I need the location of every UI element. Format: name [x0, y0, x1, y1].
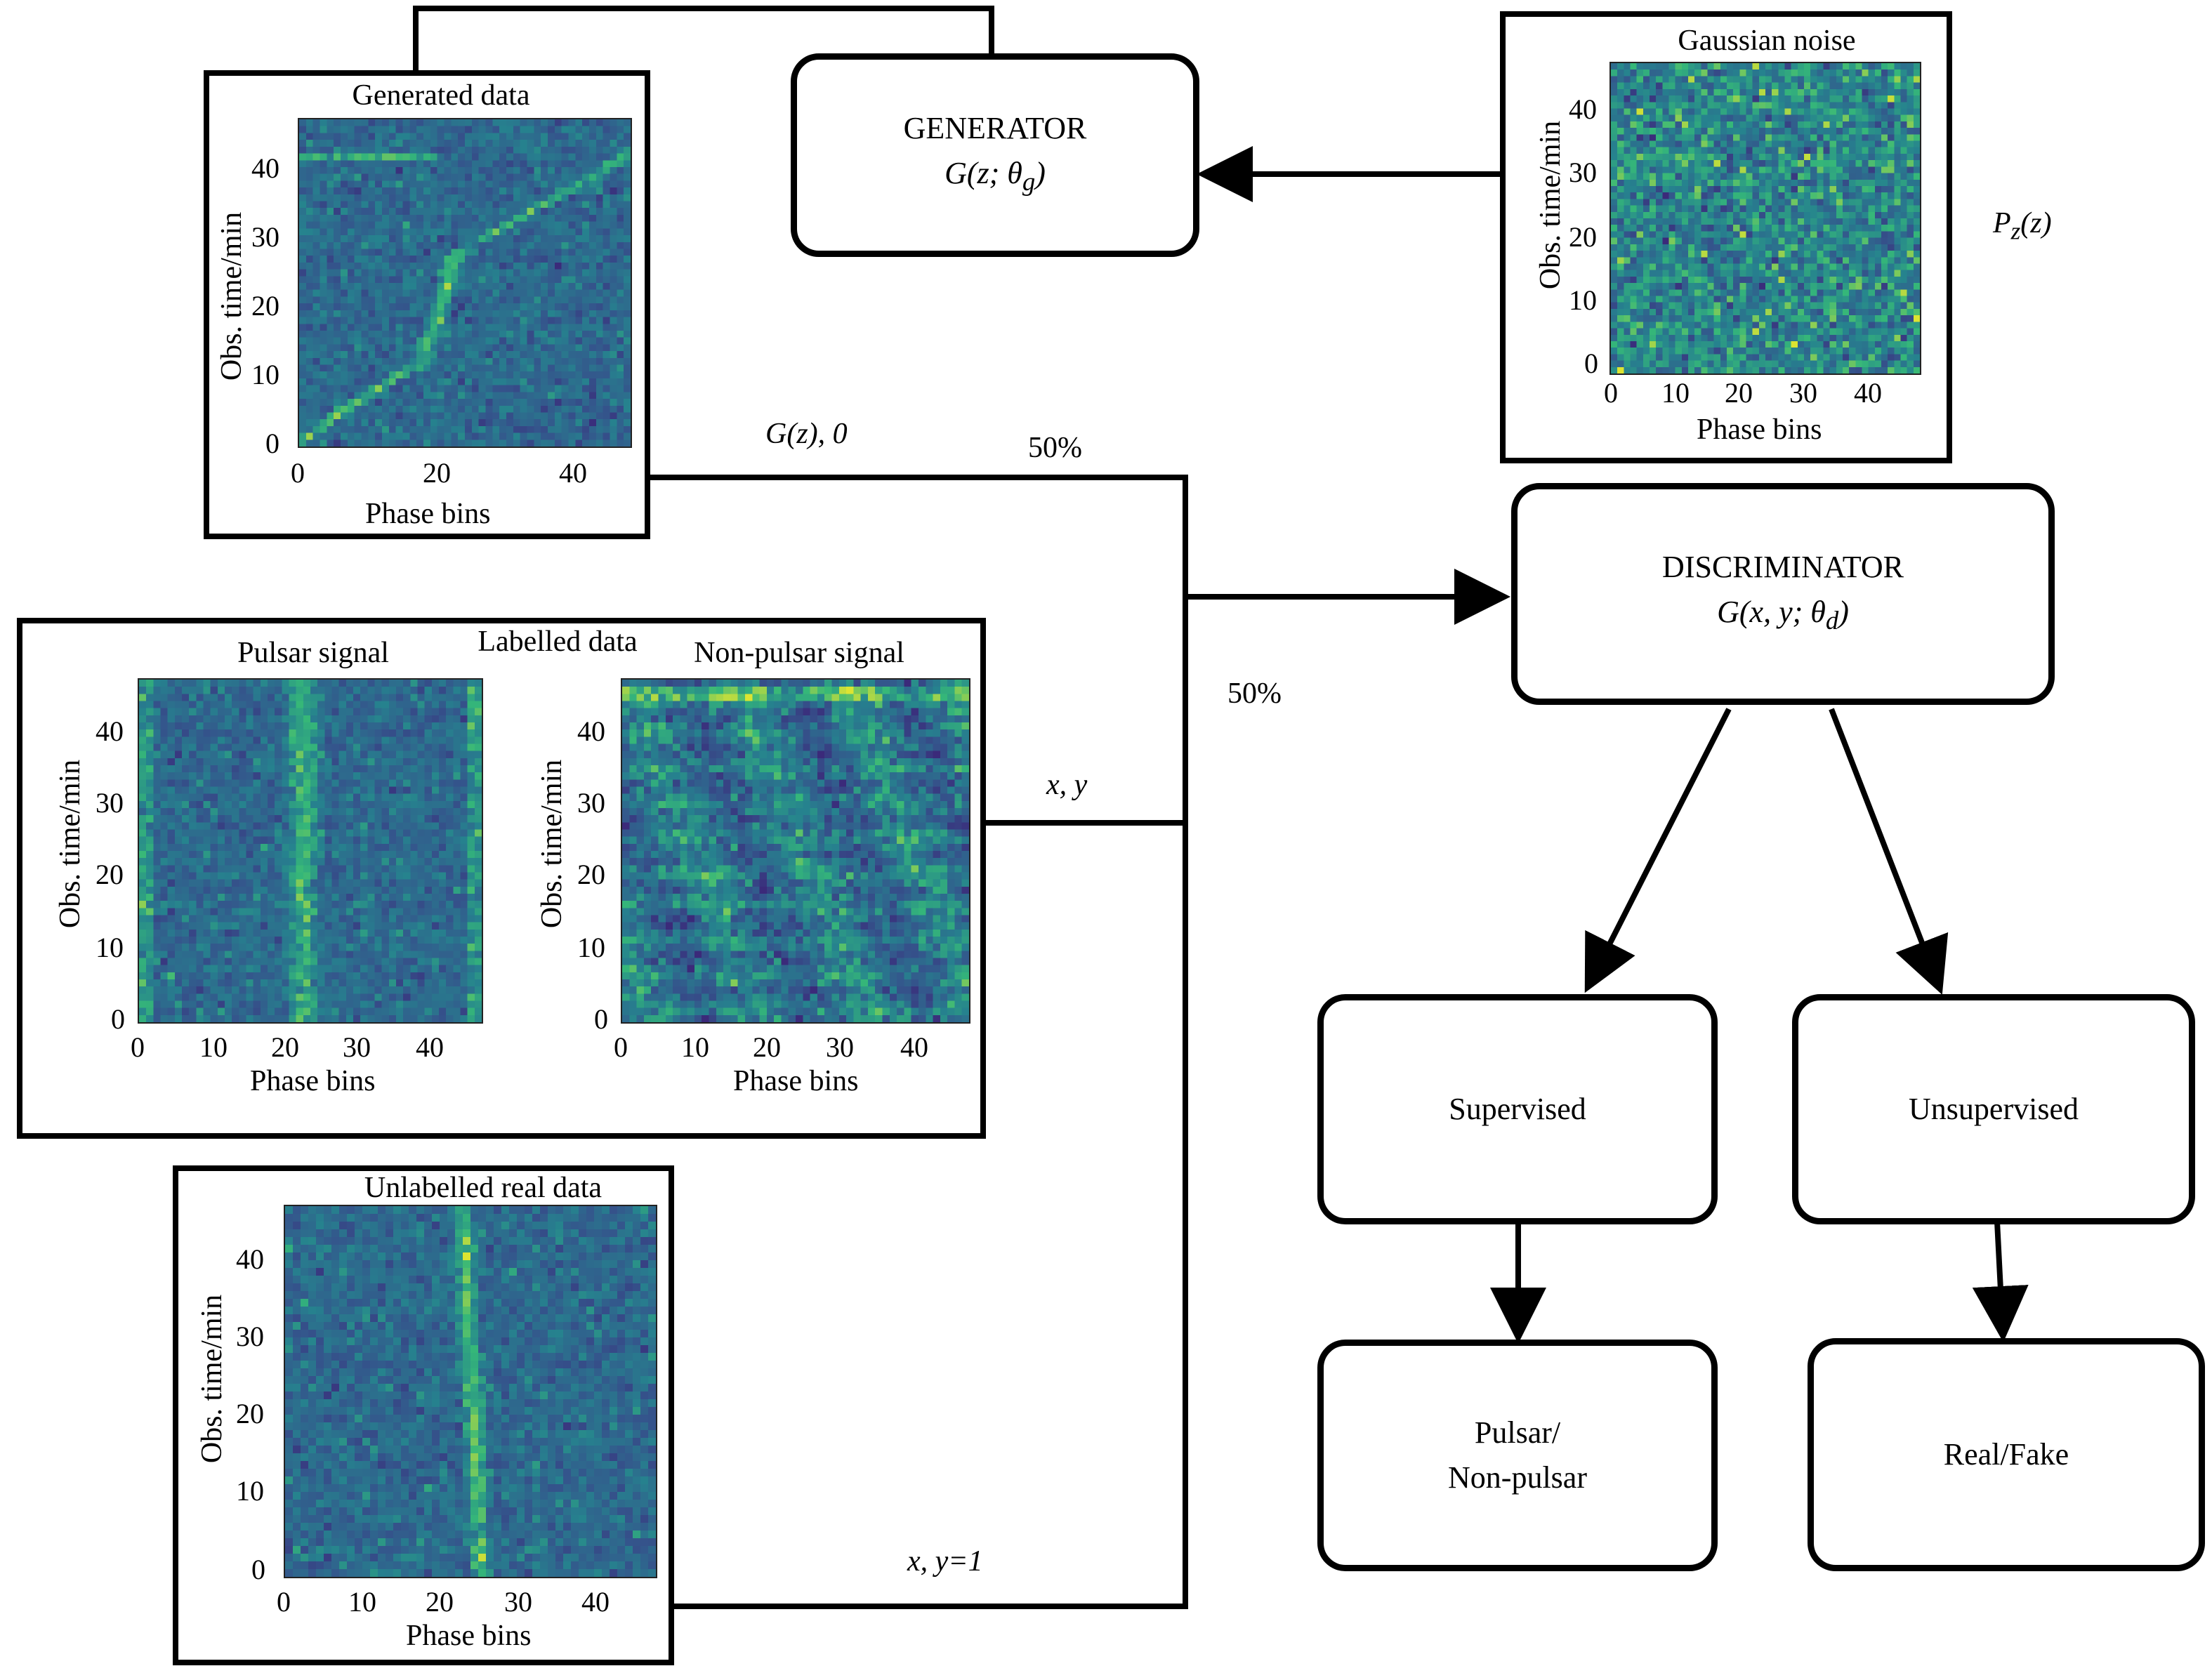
unlabelled-xtick: 30 [504, 1586, 532, 1618]
supervised-output-line2: Non-pulsar [1448, 1460, 1587, 1495]
generated-heatmap [298, 118, 632, 448]
edge-label-pct-bottom: 50% [1227, 677, 1282, 710]
noise-ytick: 0 [1584, 348, 1598, 379]
nonpulsar-heatmap [621, 678, 970, 1024]
pulsar-xtick: 30 [343, 1031, 371, 1063]
generated-ytick: 40 [251, 152, 279, 184]
edge-label-gz0: G(z), 0 [765, 418, 848, 450]
unlabelled-xlabel: Phase bins [406, 1620, 532, 1652]
noise-xtick: 0 [1604, 377, 1618, 409]
noise-xtick: 30 [1789, 377, 1817, 409]
supervised-label: Supervised [1449, 1092, 1586, 1126]
discriminator-to-supervised-arrow [1584, 708, 1732, 993]
nonpulsar-ytick: 40 [577, 715, 605, 747]
supervised-output-line1: Pulsar/ [1474, 1415, 1561, 1450]
pulsar-ytick: 20 [96, 859, 124, 890]
nonpulsar-ytick: 0 [594, 1003, 608, 1035]
noise-xtick: 40 [1854, 377, 1882, 409]
generated-xtick: 40 [559, 457, 587, 489]
pulsar-ytick: 10 [96, 932, 124, 963]
pulsar-xtick: 40 [416, 1031, 444, 1063]
generated-ytick: 20 [251, 290, 279, 322]
pulsar-ytick: 0 [111, 1003, 125, 1035]
unlabelled-xtick: 10 [348, 1586, 376, 1618]
unlabelled-xtick: 20 [426, 1586, 454, 1618]
nonpulsar-xtick: 20 [753, 1031, 781, 1063]
generated-xtick: 20 [423, 457, 451, 489]
generator-box: GENERATOR G(z; θg) [791, 53, 1199, 257]
unsupervised-to-output-arrow [1972, 1221, 2029, 1342]
unlabelled-ytick: 30 [236, 1321, 264, 1352]
generated-ytick: 0 [265, 428, 279, 459]
generated-xtick: 0 [291, 457, 305, 489]
discriminator-title: DISCRIMINATOR [1662, 550, 1904, 585]
nonpulsar-ytick: 10 [577, 932, 605, 963]
noise-ylabel: Obs. time/min [1534, 120, 1567, 290]
nonpulsar-xtick: 0 [614, 1031, 628, 1063]
edge-label-xy: x, y [1046, 769, 1088, 801]
noise-ytick: 30 [1569, 157, 1597, 188]
unsupervised-output: Real/Fake [1943, 1437, 2069, 1472]
generated-xlabel: Phase bins [365, 498, 491, 530]
edge-label-pct-top: 50% [1028, 432, 1082, 464]
nonpulsar-xtick: 10 [681, 1031, 709, 1063]
unlabelled-ytick: 20 [236, 1398, 264, 1429]
pulsar-ylabel: Obs. time/min [54, 759, 86, 929]
unlabelled-ytick: 40 [236, 1243, 264, 1275]
generated-plot-title: Generated data [352, 79, 530, 112]
noise-xtick: 20 [1725, 377, 1753, 409]
nonpulsar-xtick: 30 [826, 1031, 854, 1063]
unlabelled-xtick: 0 [277, 1586, 291, 1618]
pulsar-heatmap [138, 678, 483, 1024]
generated-ytick: 10 [251, 359, 279, 390]
nonpulsar-xlabel: Phase bins [733, 1065, 859, 1097]
discriminator-to-unsupervised-arrow [1829, 708, 1949, 995]
discriminator-box: DISCRIMINATOR G(x, y; θd) [1511, 483, 2055, 705]
pulsar-nonpulsar-box: Pulsar/ Non-pulsar [1317, 1340, 1718, 1571]
noise-heatmap [1609, 62, 1921, 375]
pulsar-xtick: 20 [271, 1031, 299, 1063]
unsupervised-label: Unsupervised [1909, 1092, 2079, 1126]
pulsar-xtick: 10 [199, 1031, 228, 1063]
generated-ylabel: Obs. time/min [216, 211, 248, 381]
pulsar-ytick: 40 [96, 715, 124, 747]
generated-to-junction-line [647, 475, 1188, 1609]
noise-ytick: 20 [1569, 221, 1597, 253]
noise-plot-title: Gaussian noise [1678, 25, 1856, 57]
unlabelled-xtick: 40 [581, 1586, 610, 1618]
unlabelled-plot-title: Unlabelled real data [364, 1172, 603, 1204]
nonpulsar-ylabel: Obs. time/min [536, 759, 568, 929]
noise-ytick: 40 [1569, 93, 1597, 125]
edge-label-xy1: x, y=1 [907, 1545, 983, 1578]
generator-title: GENERATOR [903, 111, 1087, 146]
nonpulsar-ytick: 20 [577, 859, 605, 890]
labelled-group-title: Labelled data [478, 626, 638, 658]
supervised-box: Supervised [1317, 994, 1718, 1224]
unsupervised-box: Unsupervised [1792, 994, 2195, 1224]
real-fake-box: Real/Fake [1808, 1338, 2205, 1571]
unlabelled-ytick: 0 [251, 1554, 265, 1585]
noise-distribution-label: Pz(z) [1993, 207, 2052, 245]
pulsar-ytick: 30 [96, 787, 124, 819]
discriminator-formula: G(x, y; θd) [1717, 595, 1849, 635]
pulsar-xtick: 0 [131, 1031, 145, 1063]
generated-ytick: 30 [251, 221, 279, 253]
unlabelled-ytick: 10 [236, 1475, 264, 1507]
noise-ytick: 10 [1569, 284, 1597, 316]
unlabelled-heatmap [284, 1205, 657, 1578]
unlabelled-ylabel: Obs. time/min [196, 1294, 228, 1464]
nonpulsar-plot-title: Non-pulsar signal [694, 637, 904, 669]
noise-xlabel: Phase bins [1697, 414, 1822, 446]
noise-xtick: 10 [1661, 377, 1690, 409]
nonpulsar-xtick: 40 [900, 1031, 928, 1063]
generator-formula: G(z; θg) [944, 156, 1046, 196]
generator-to-generated-line [413, 6, 994, 72]
nonpulsar-ytick: 30 [577, 787, 605, 819]
pulsar-xlabel: Phase bins [250, 1065, 376, 1097]
pulsar-plot-title: Pulsar signal [237, 637, 389, 669]
